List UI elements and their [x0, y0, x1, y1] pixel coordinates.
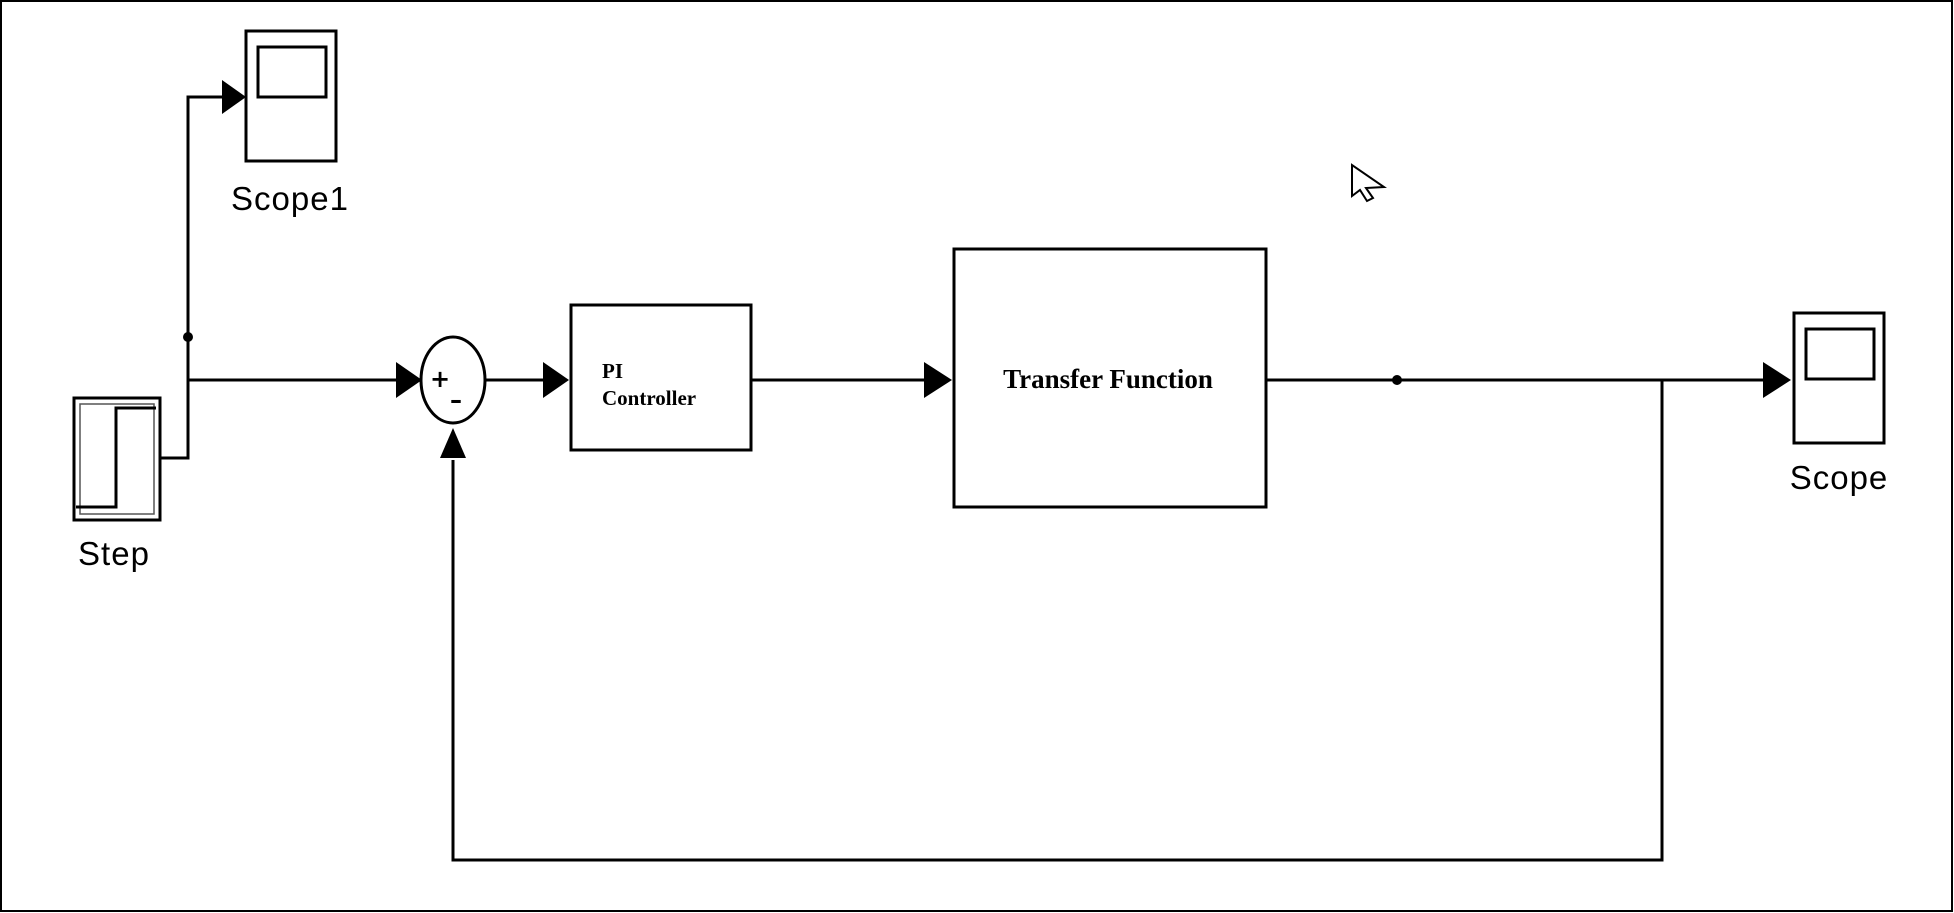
scope1-block[interactable]: [244, 29, 338, 163]
sum-minus-sign: –: [450, 386, 462, 414]
arrow-pi-in: [543, 362, 569, 398]
step-icon: [76, 406, 156, 509]
step-block[interactable]: [72, 396, 162, 522]
arrow-tf-in: [924, 362, 952, 398]
scope1-label: Scope1: [231, 180, 349, 217]
pi-controller-label-line1: PI: [602, 359, 623, 383]
transfer-function-block[interactable]: Transfer Function: [952, 247, 1268, 509]
sum-block[interactable]: + –: [419, 335, 487, 425]
branch-point-step: [183, 332, 193, 342]
line-feedback[interactable]: [451, 380, 1664, 862]
arrow-scope-in: [1763, 362, 1791, 398]
signal-lines: [160, 95, 1765, 862]
line-to-scope1[interactable]: [186, 95, 222, 380]
sum-plus-sign: +: [430, 365, 450, 393]
pi-controller-label-line2: Controller: [602, 386, 696, 410]
scope-label: Scope: [1790, 459, 1889, 496]
mouse-cursor-icon: [1351, 163, 1387, 203]
line-step-out[interactable]: [160, 380, 190, 460]
arrowheads: [222, 80, 1791, 458]
scope-block[interactable]: [1792, 311, 1886, 445]
scope1-screen-icon: [256, 45, 328, 99]
pi-controller-block[interactable]: PI Controller: [569, 303, 753, 452]
step-label: Step: [78, 535, 150, 572]
scope-screen-icon: [1804, 327, 1876, 381]
arrow-sum-in: [396, 362, 422, 398]
transfer-function-label: Transfer Function: [1003, 364, 1213, 394]
arrow-scope1-in: [222, 80, 246, 114]
branch-point-output: [1392, 375, 1402, 385]
arrow-feedback-in: [440, 428, 466, 458]
